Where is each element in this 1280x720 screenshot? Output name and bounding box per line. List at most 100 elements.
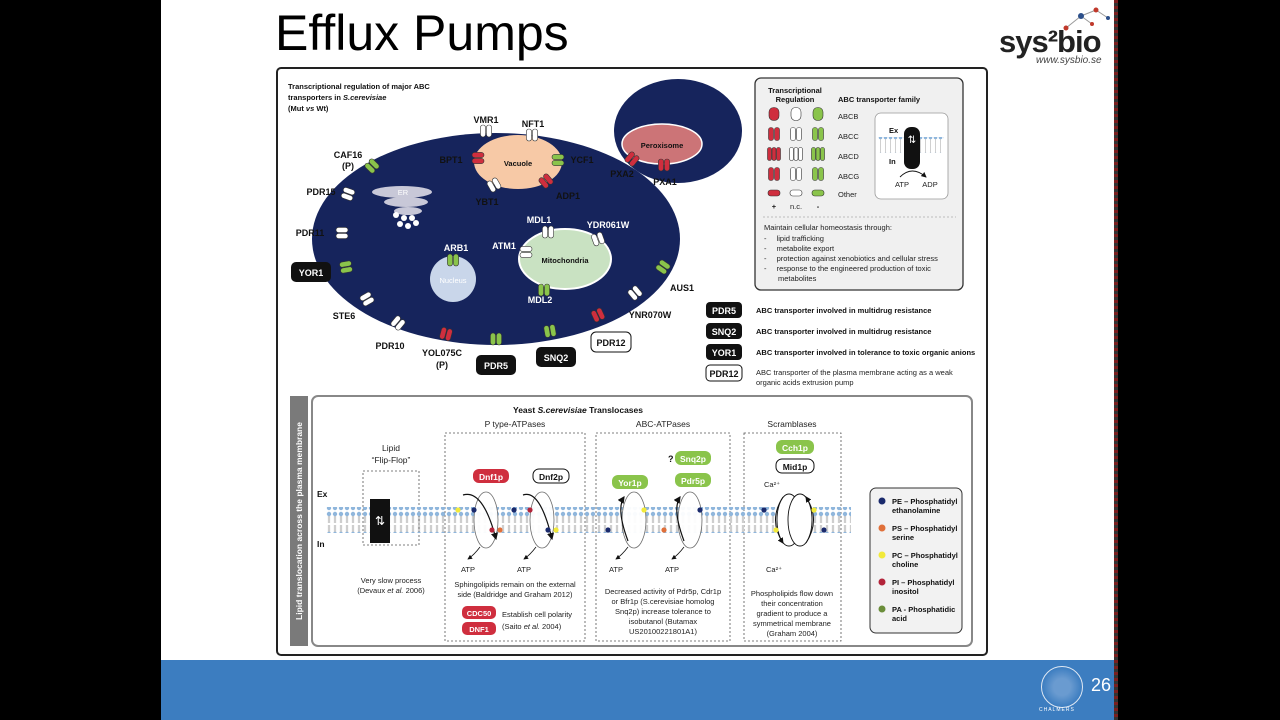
label-pxa2: PXA2 <box>610 169 634 179</box>
protein-pdr5p <box>675 473 711 487</box>
label-ynr070w: YNR070W <box>629 310 672 320</box>
transporter-nft1 <box>526 128 538 142</box>
transporter-pxa1 <box>658 158 670 172</box>
label-aus1: AUS1 <box>670 283 694 293</box>
lipid-legend-items: PE – Phosphatidyl ethanolamine PS – Phos… <box>878 497 958 623</box>
label-pdr12: PDR12 <box>596 338 625 348</box>
legend-family-abcd: ABCD <box>838 152 859 161</box>
key-tag-pdr12 <box>705 364 743 382</box>
legend-cyl-r2-c0 <box>767 147 781 161</box>
legend-cyl-r1-c2 <box>812 127 824 141</box>
inset-adp: ADP <box>922 180 937 189</box>
protein-dnf2p <box>532 468 570 484</box>
label-ybt1: YBT1 <box>475 197 498 207</box>
polarity-1: Establish cell polarity <box>502 610 572 619</box>
tag-pdr12 <box>590 331 632 353</box>
nucleus-label: Nucleus <box>439 276 466 285</box>
legend-func-3: - response to the engineered production … <box>764 264 931 273</box>
key-list: PDR5 ABC transporter involved in multidr… <box>705 302 975 387</box>
legend-family-abcc: ABCC <box>838 132 859 141</box>
lipid-pa-1: PA - Phosphatidic <box>892 605 955 614</box>
scram-note-1: their concentration <box>761 599 823 608</box>
label-ydr061w: YDR061W <box>587 220 630 230</box>
legend-cyl-r4-c0 <box>767 189 781 197</box>
transporter-pxa2 <box>624 151 640 167</box>
protein-snq2p-text: Snq2p <box>680 454 706 464</box>
label-pdr5: PDR5 <box>484 361 508 371</box>
abc-note-4: US20100221801A1) <box>629 627 697 636</box>
transporter-vmr1 <box>480 124 492 138</box>
ptype-note-1: Sphingolipids remain on the external <box>454 580 576 589</box>
scram-note-0: Phospholipids flow down <box>751 589 833 598</box>
section-ptype: P type-ATPases <box>485 419 546 429</box>
legend-cyl-r2-c1 <box>789 147 803 161</box>
protein-snq2p <box>675 451 711 465</box>
label-nft1: NFT1 <box>522 119 545 129</box>
transporter-pdr15 <box>340 187 356 201</box>
lipid-pc-dot <box>878 551 886 559</box>
label-vmr1: VMR1 <box>473 115 498 125</box>
label-yor1: YOR1 <box>299 268 324 278</box>
bottom-ex-label: Ex <box>317 489 328 499</box>
logo-url: www.sysbio.se <box>1036 55 1102 66</box>
flipflop-arrows-icon: ⇅ <box>375 514 385 528</box>
scram-box <box>743 432 842 642</box>
label-mdl1: MDL1 <box>527 215 552 225</box>
cell-diagram: Transcriptional regulation of major ABC … <box>288 79 742 375</box>
slide: Efflux Pumps sys²bio www.sysbio.se <box>161 0 1114 720</box>
scram-note-2: gradient to produce a <box>757 609 829 618</box>
label-pxa1: PXA1 <box>653 177 677 187</box>
legend-family-abcg: ABCG <box>838 172 859 181</box>
protein-dnf1p-text: Dnf1p <box>479 472 503 482</box>
atp-3: ATP <box>609 565 623 574</box>
scram-note-3: symmetrical membrane <box>753 619 831 628</box>
abc-note-3: isobutanol (Butamax <box>629 617 698 626</box>
figure-svg: Transcriptional regulation of major ABC … <box>288 77 975 647</box>
abc-note-1: or Bfr1p (S.cerevisiae homolog <box>612 597 715 606</box>
tag-yor1 <box>291 262 331 282</box>
legend-func-4: metabolites <box>778 274 817 283</box>
cell-body <box>312 133 680 345</box>
lipid-pc-1: PC – Phosphatidyl <box>892 551 958 560</box>
legend-func-title: Maintain cellular homeostasis through: <box>764 223 892 232</box>
footer-org: CHALMERS <box>1039 707 1075 713</box>
transporter-pdr11 <box>335 227 349 239</box>
atp-4: ATP <box>665 565 679 574</box>
key-text-pdr12-2: organic acids extrusion pump <box>756 378 854 387</box>
label-ycf1: YCF1 <box>570 155 593 165</box>
vacuole <box>474 135 562 189</box>
nucleus <box>430 256 476 302</box>
protein-yor1p <box>612 475 648 489</box>
label-atm1: ATM1 <box>492 241 516 251</box>
polarity-2: (Saito et al. 2004) <box>502 622 562 631</box>
lipid-pi-dot <box>878 578 886 586</box>
protein-dnf2p-text: Dnf2p <box>539 472 563 482</box>
legend-sign-minus: - <box>817 202 820 211</box>
key-text-pdr12: ABC transporter of the plasma membrane a… <box>756 368 953 377</box>
window-edge <box>1114 0 1118 720</box>
lipid-pe-2: ethanolamine <box>892 506 940 515</box>
inset-atp: ATP <box>895 180 909 189</box>
protein-cch1p <box>776 440 814 454</box>
translocase-channels <box>455 491 827 560</box>
lipid-pi-1: PI – Phosphatidyl <box>892 578 955 587</box>
heading-line-2: transporters in S.cerevisiae <box>288 93 386 102</box>
inset-ex: Ex <box>889 126 899 135</box>
key-tag-yor1-text: YOR1 <box>712 348 737 358</box>
transporter-aus1 <box>655 259 671 275</box>
flipflop-label-1: Lipid <box>382 443 400 453</box>
legend-reg-2: Regulation <box>776 95 815 104</box>
transporter-atm1 <box>519 246 533 258</box>
transporter-glyphs <box>335 124 671 346</box>
ptype-box <box>444 432 586 642</box>
legend-cyl-r3-c1 <box>790 167 802 181</box>
key-tag-pdr5 <box>706 302 742 318</box>
legend-reg-1: Transcriptional <box>768 86 822 95</box>
legend-cyl-r2-c2 <box>811 147 825 161</box>
tag-cdc50-text: CDC50 <box>467 609 492 618</box>
protein-mid1p-text: Mid1p <box>783 462 808 472</box>
abc-note-2: Snq2p) increase tolerance to <box>615 607 711 616</box>
transporter-pdr10 <box>390 315 406 331</box>
vacuole-label: Vacuole <box>504 159 532 168</box>
er-label: ER <box>398 188 409 197</box>
